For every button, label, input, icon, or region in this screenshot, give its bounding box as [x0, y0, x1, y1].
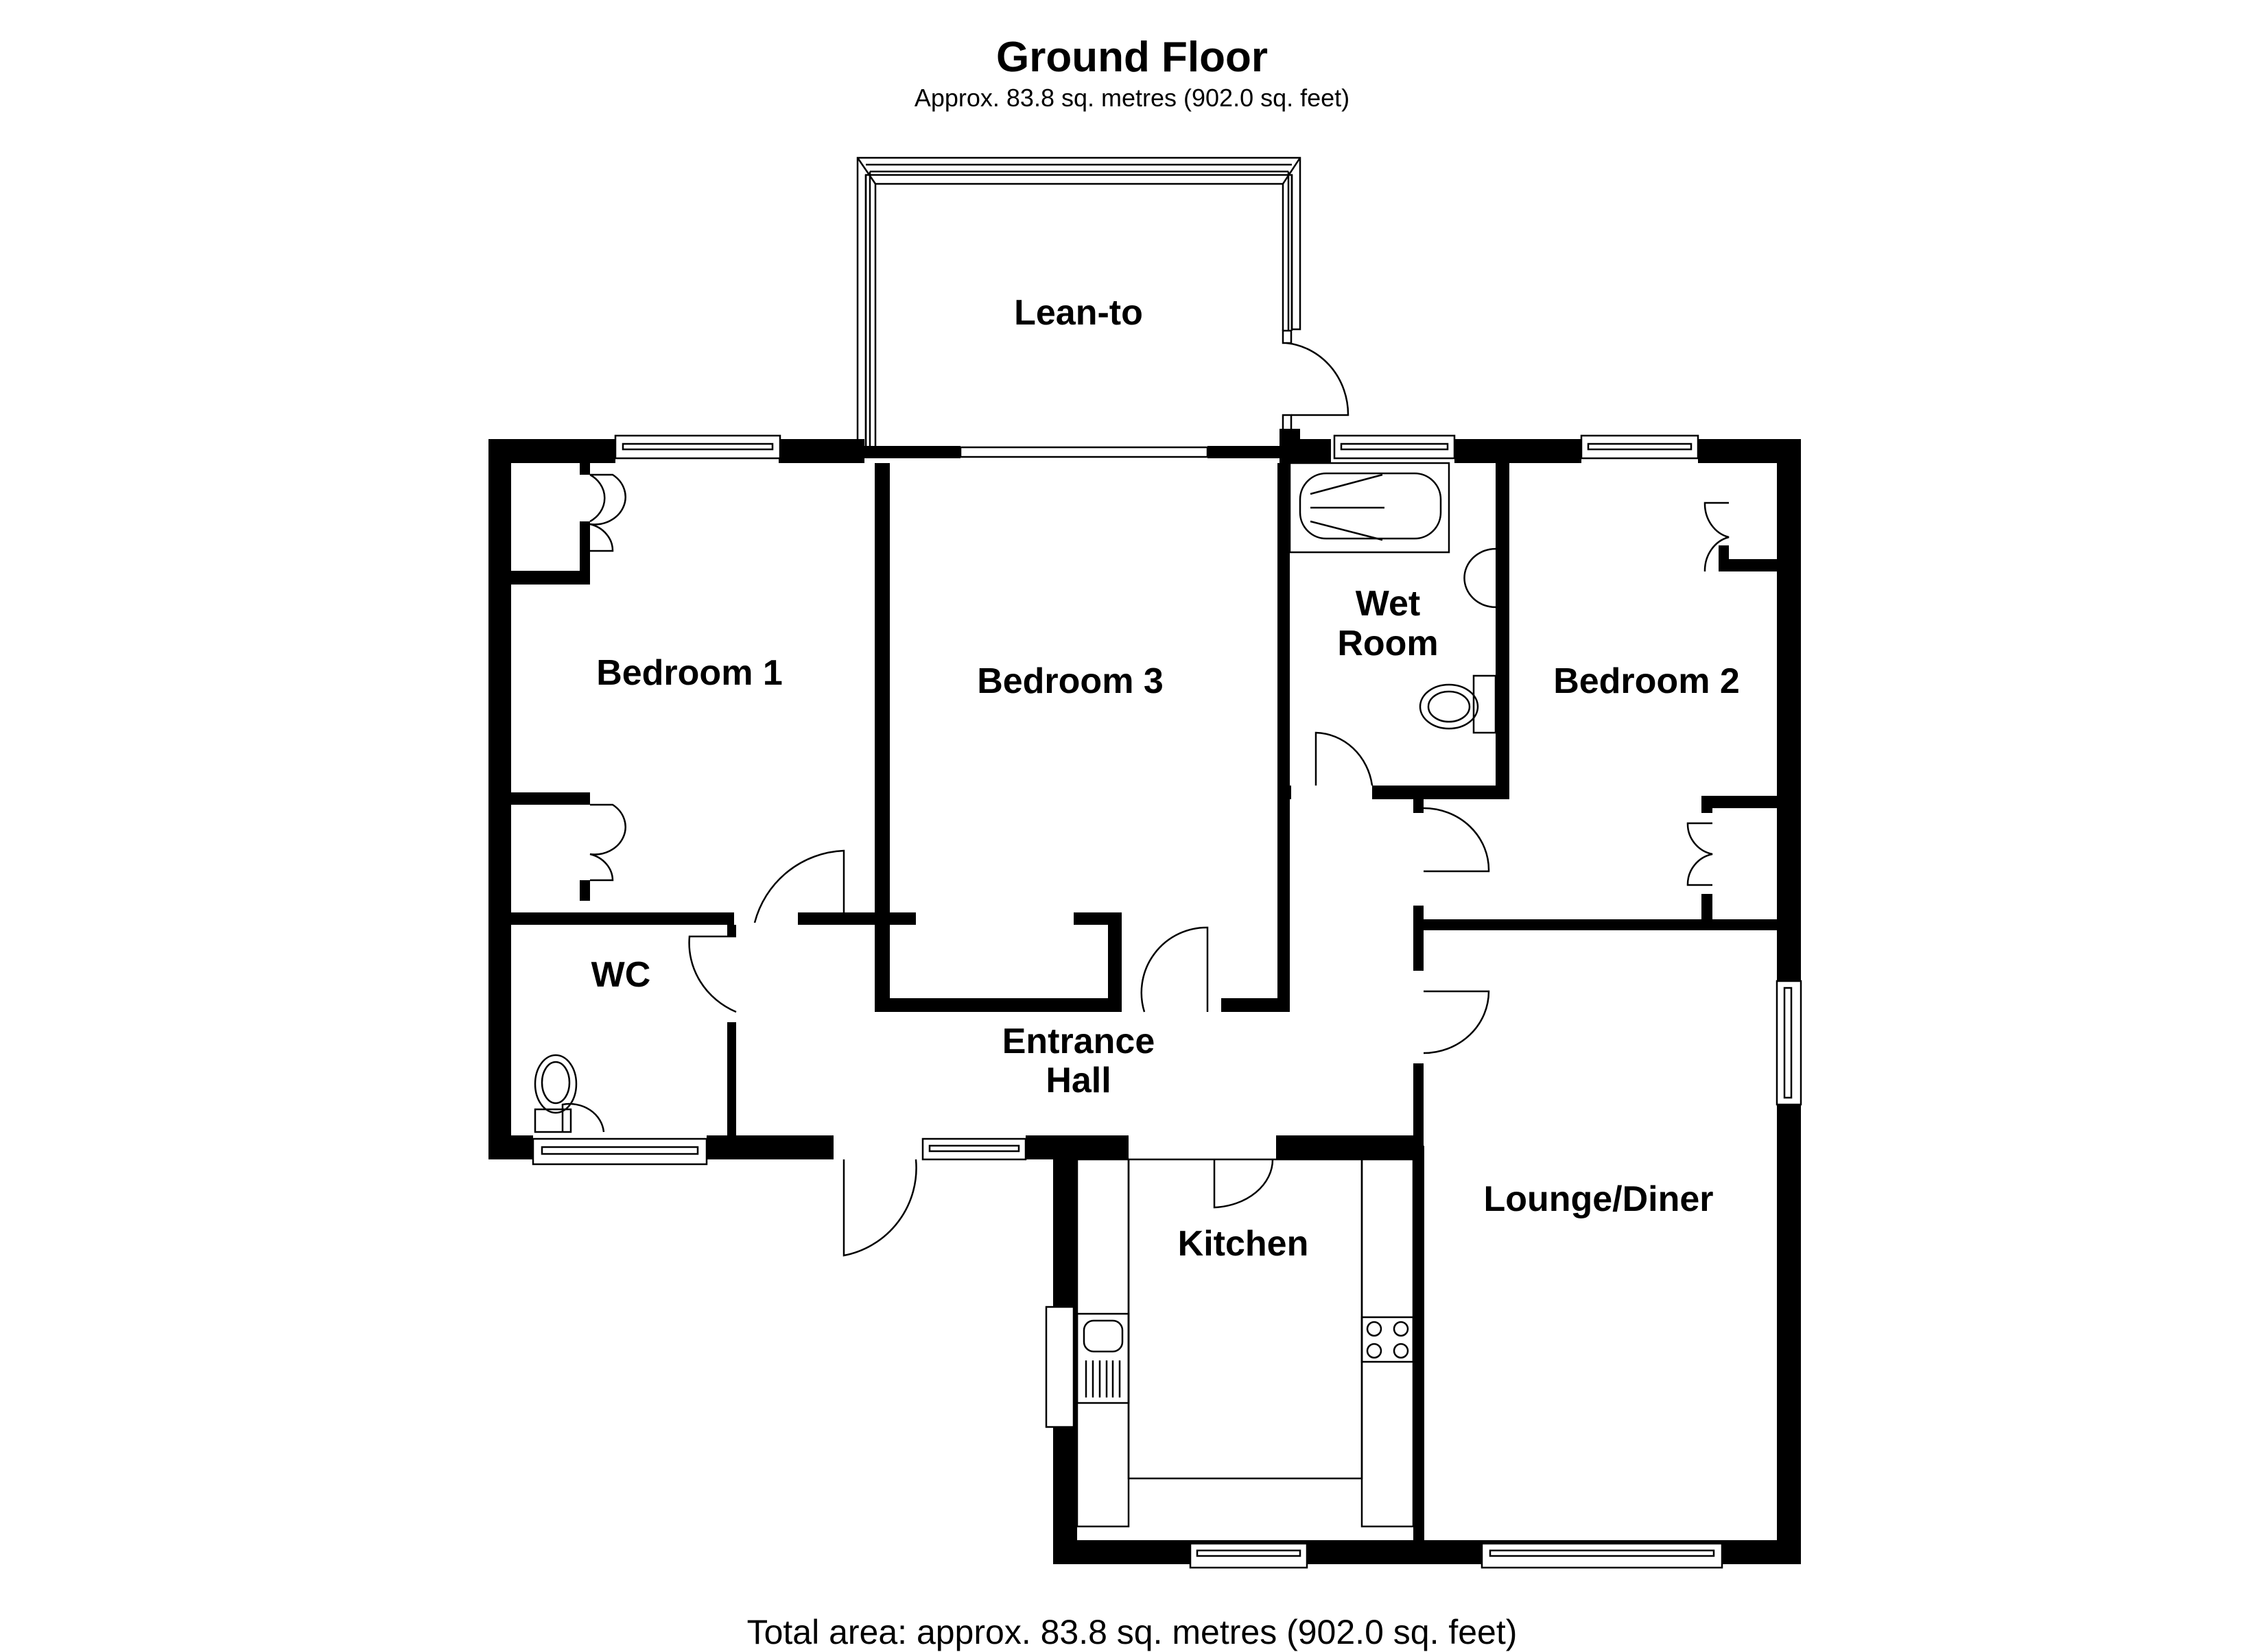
- wet-room-toilet: [1472, 674, 1497, 734]
- wc-basin: [561, 1102, 605, 1133]
- room-label-lean-to: Lean-to: [1014, 293, 1143, 333]
- fixtures: [534, 462, 1497, 1528]
- room-label-bedroom-3: Bedroom 3: [977, 661, 1164, 701]
- room-label-entrance-hall-line1: Entrance: [1002, 1022, 1155, 1061]
- room-label-bedroom-1: Bedroom 1: [596, 653, 783, 693]
- room-label-entrance-hall-line2: Hall: [1046, 1061, 1111, 1100]
- room-label-kitchen: Kitchen: [1178, 1224, 1309, 1264]
- room-label-lounge-diner: Lounge/Diner: [1483, 1179, 1713, 1219]
- sliding-door: [959, 446, 1209, 458]
- total-area-footer: Total area: approx. 83.8 sq. metres (902…: [746, 1613, 1518, 1651]
- lean-to-frame: [856, 156, 1349, 451]
- walls: [488, 429, 1801, 1564]
- room-label-wet-room-line1: Wet: [1356, 584, 1420, 624]
- wet-room-basin: [1463, 547, 1496, 609]
- floor-title: Ground Floor: [995, 34, 1269, 81]
- kitchen-sink: [1076, 1312, 1130, 1404]
- shower-tray: [1288, 462, 1450, 554]
- lean-to-door-swing: [1286, 342, 1349, 416]
- floor-area-subtitle: Approx. 83.8 sq. metres (902.0 sq. feet): [914, 84, 1350, 112]
- windows: [532, 434, 1802, 1569]
- room-label-wc: WC: [591, 955, 651, 995]
- doors: [589, 473, 1730, 1257]
- kitchen-island: [1127, 1158, 1363, 1480]
- wc-toilet: [534, 1054, 578, 1114]
- room-label-wet-room-line2: Room: [1337, 624, 1438, 663]
- room-label-bedroom-2: Bedroom 2: [1553, 661, 1740, 701]
- kitchen-hob: [1360, 1316, 1415, 1363]
